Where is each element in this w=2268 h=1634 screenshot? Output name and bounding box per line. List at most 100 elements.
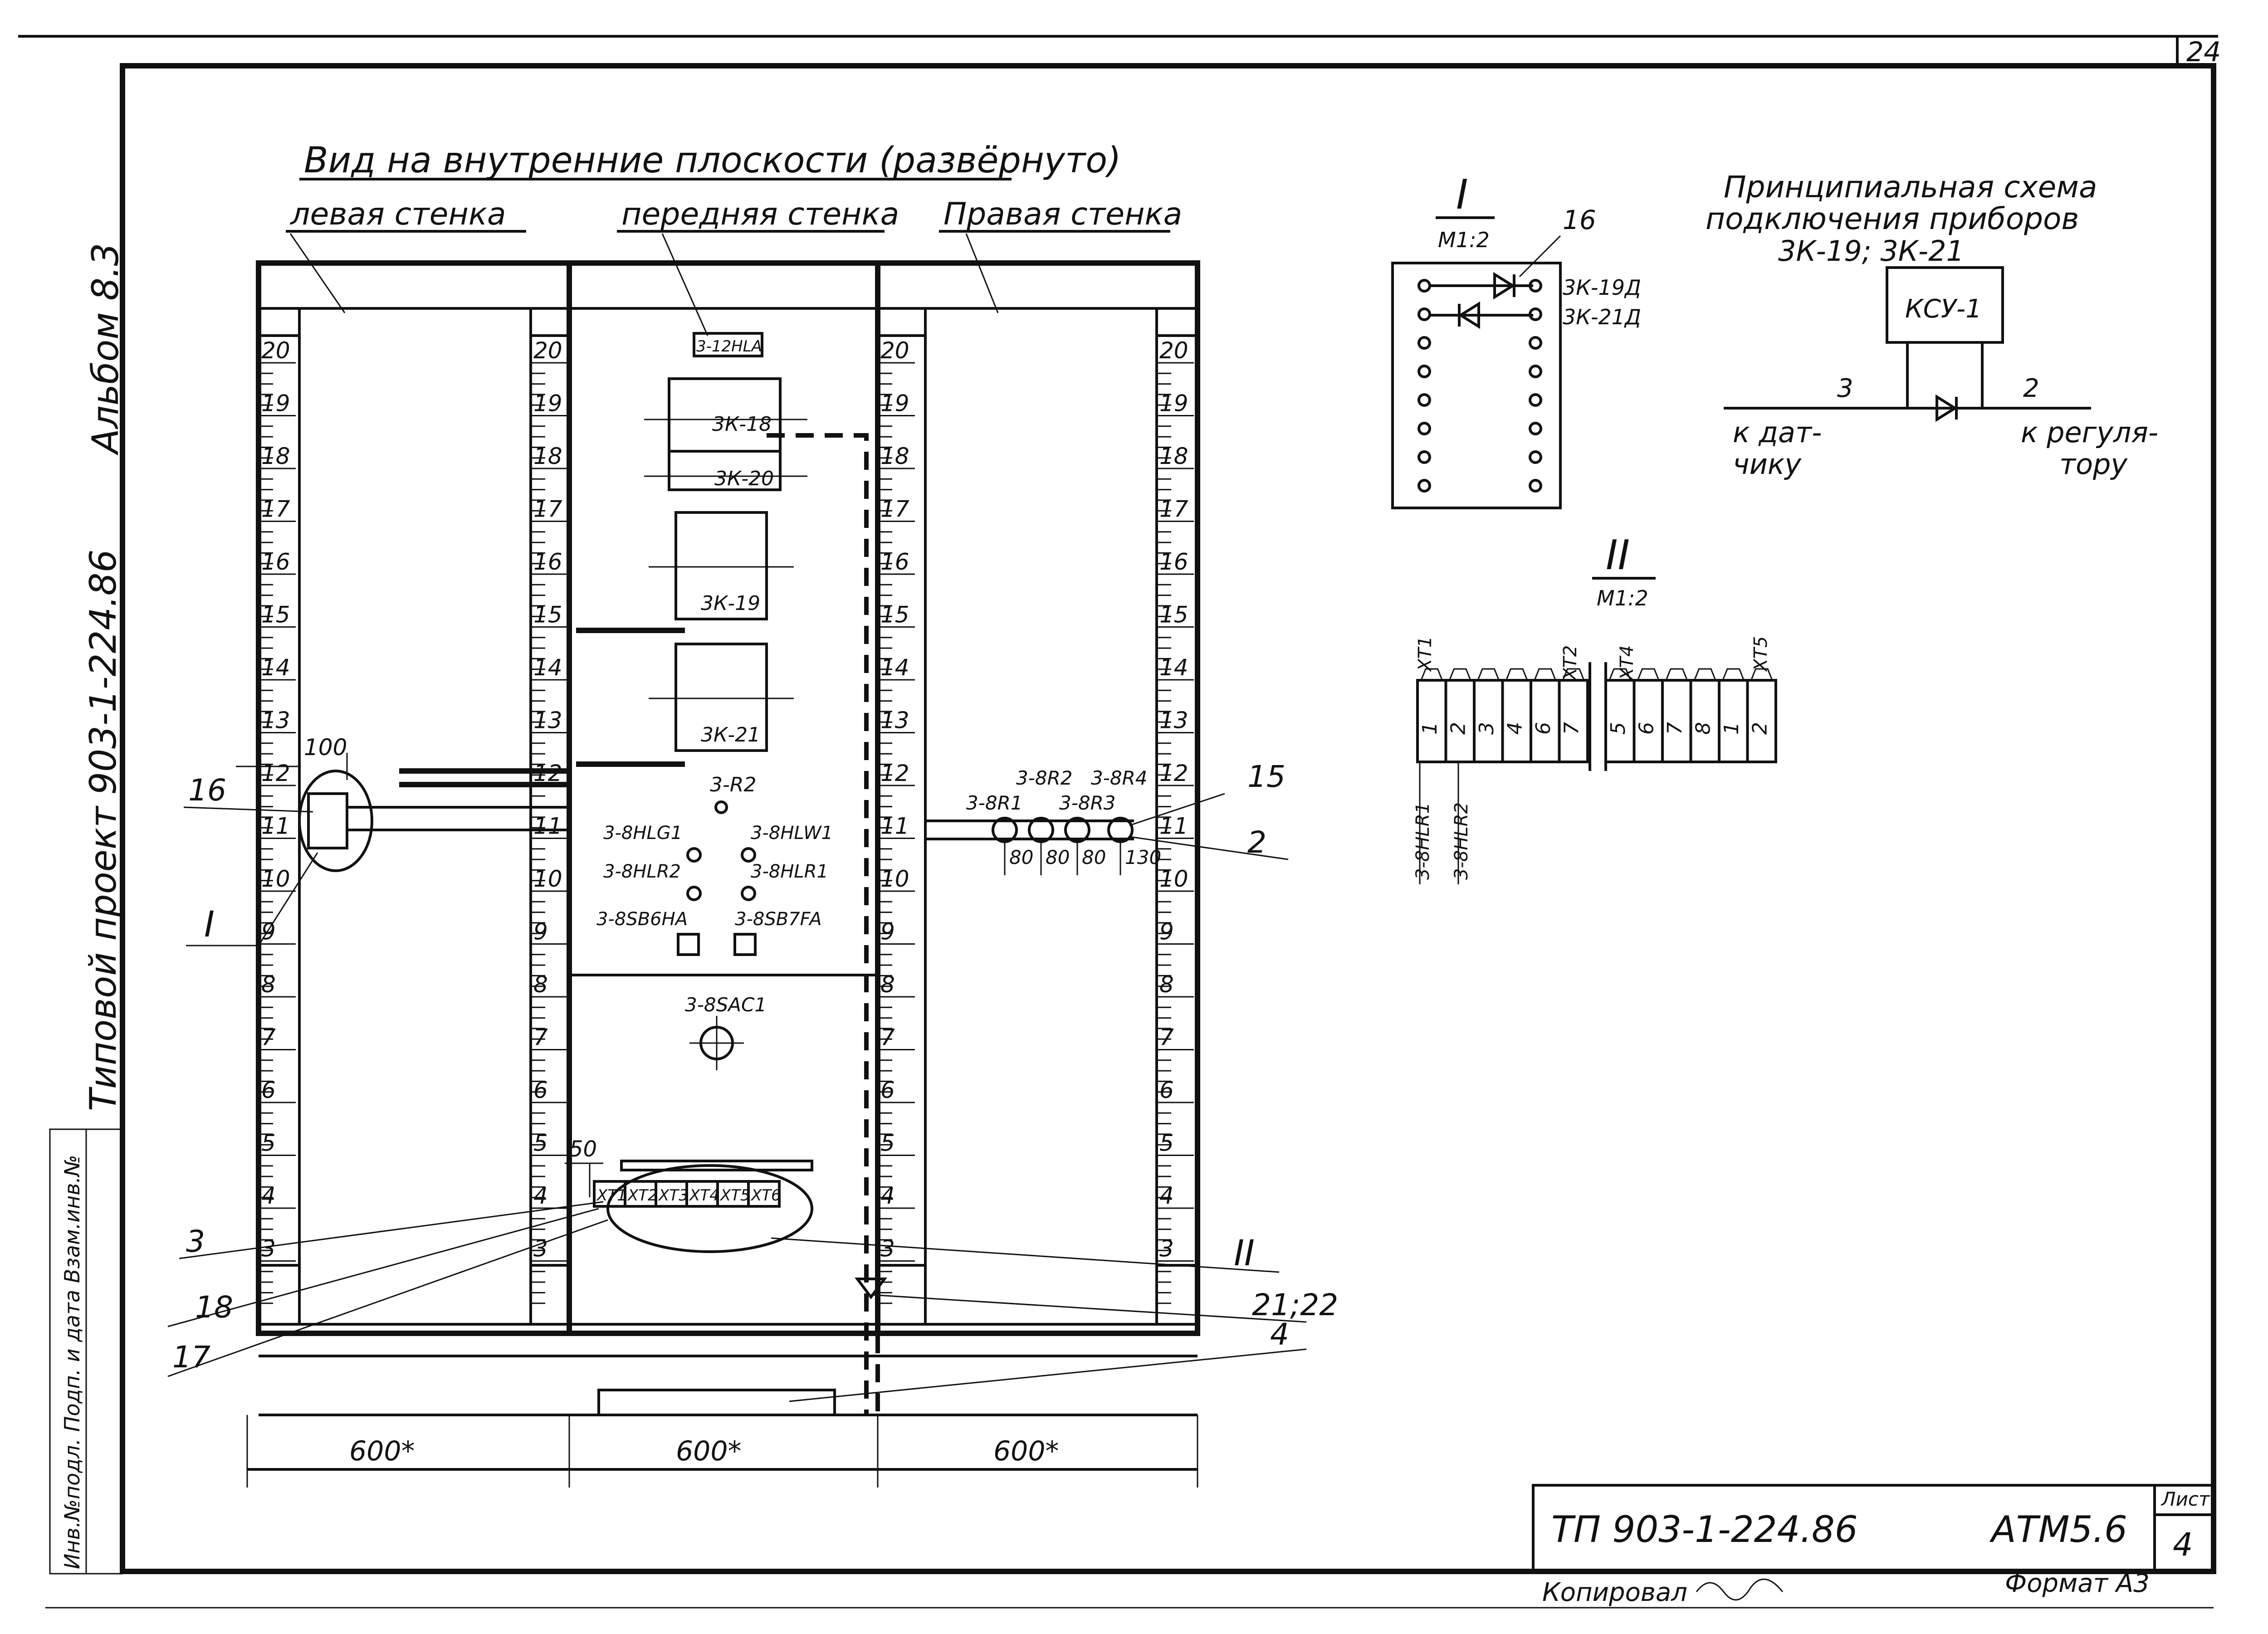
button-sb7 [733, 933, 757, 956]
rail-number: 3 [261, 1236, 276, 1262]
detail-ii-wire-2: 3-8HLR2 [1451, 802, 1472, 880]
view-title: Вид на внутренние плоскости (развёрнуто) [304, 140, 1121, 181]
rail-number: 10 [533, 866, 562, 892]
detail-ii-cell-label: 2 [1749, 722, 1772, 735]
callout-roman-i: I [204, 904, 215, 945]
lamp-block [693, 332, 763, 357]
width-front: 600* [676, 1435, 742, 1467]
rail-number: 6 [533, 1077, 548, 1103]
rail-number: 18 [1159, 443, 1188, 469]
block-3k21 [675, 643, 768, 752]
switch-sac1-label: 3-8SAC1 [685, 994, 767, 1016]
ksu-label: КСУ-1 [1905, 294, 1982, 324]
lamp-hlr1 [741, 886, 756, 901]
detail-i-scale: М1:2 [1438, 228, 1490, 252]
callout-16: 16 [188, 773, 226, 808]
copier-signature [1696, 1578, 1784, 1601]
rail-number: 3 [1159, 1236, 1174, 1262]
detail-ii-group-xt2: XT2 [1560, 645, 1581, 681]
block-3k20 [668, 450, 782, 491]
title-code: АТМ5.6 [1989, 1508, 2127, 1551]
terminal-block-label: XT3 [658, 1186, 689, 1205]
rail-number: 18 [880, 443, 909, 469]
rail-number: 3 [533, 1236, 548, 1262]
button-sb6 [677, 933, 700, 956]
detail-ii-cell [1501, 679, 1532, 763]
rail-number: 7 [261, 1024, 276, 1051]
rail-number: 6 [1159, 1077, 1174, 1103]
ksu-box [1886, 266, 2004, 344]
block-3k18-label: 3К-18 [712, 413, 772, 436]
sheet-number-top: 24 [2186, 36, 2221, 68]
detail-ii-cell [1661, 679, 1692, 763]
front-wall-title: передняя стенка [621, 196, 899, 232]
rail-number: 18 [261, 443, 290, 469]
left-wall-panel [298, 307, 532, 1326]
detail-i-label-19d: 3К-19Д [1563, 275, 1641, 300]
callout-4: 4 [1270, 1317, 1289, 1352]
terminal-dot [1529, 479, 1542, 493]
detail-ii-scale: М1:2 [1597, 586, 1648, 610]
rail-number: 11 [1159, 813, 1188, 839]
block-3k19-label: 3К-19 [701, 592, 760, 615]
rail-number: 13 [261, 707, 290, 734]
rail-number: 19 [880, 390, 909, 417]
rail-number: 7 [533, 1024, 548, 1051]
rail-number: 10 [880, 866, 909, 892]
callout-21-22: 21;22 [1252, 1288, 1338, 1322]
rail-number: 19 [1159, 390, 1188, 417]
rail-number: 12 [261, 760, 290, 786]
block-3k20-label: 3К-20 [714, 467, 774, 490]
svg-text:Альбом 8.3: Альбом 8.3 [84, 243, 127, 456]
rail-number: 11 [880, 813, 909, 839]
terminal-dot [1418, 393, 1431, 407]
rail-number: 14 [1159, 654, 1188, 681]
detail-ii-wire-1: 3-8HLR1 [1413, 802, 1433, 880]
callout-3: 3 [186, 1224, 205, 1259]
rail-number: 19 [533, 390, 562, 417]
dim-50: 50 [569, 1136, 597, 1162]
rail-number: 15 [1159, 602, 1188, 628]
detail-i-callout: 16 [1563, 205, 1596, 235]
width-left: 600* [349, 1435, 415, 1467]
callout-15: 15 [1247, 759, 1286, 794]
left-wall-title: левая стенка [289, 196, 506, 232]
callout-17: 17 [172, 1340, 210, 1375]
terminal-dot [1418, 336, 1431, 350]
detail-ii-cell [1633, 679, 1664, 763]
detail-ii-group-xt1: XT1 [1415, 636, 1436, 672]
detail-ii-cell-label: 6 [1532, 722, 1555, 735]
diode-symbol-1 [1429, 272, 1533, 300]
block-3k19 [675, 511, 768, 620]
rail-number: 16 [880, 549, 909, 575]
lamp-hlr1-label: 3-8HLR1 [751, 861, 828, 882]
lamp-hlr2-label: 3-8HLR2 [603, 861, 681, 882]
detail-ii-cell-label: 1 [1418, 722, 1442, 735]
diode-symbol-2 [1429, 301, 1533, 329]
schematic-diode [1936, 394, 1958, 422]
rail-number: 15 [533, 602, 562, 628]
detail-ii-cell-label: 2 [1447, 722, 1470, 735]
schematic-node-3: 3 [1837, 374, 1853, 403]
lamp-hlg1 [686, 847, 702, 863]
rail-number: 16 [1159, 549, 1188, 575]
button-sb6-label: 3-8SB6HA [596, 909, 688, 930]
lamp-block-label: 3-12HLA [696, 337, 762, 356]
rail-number: 20 [1159, 337, 1188, 364]
detail-ii-cell [1416, 679, 1447, 763]
rail-number: 17 [533, 496, 562, 522]
detail-ii-title: II [1606, 532, 1630, 579]
detail-ii-cell-label: 3 [1475, 722, 1498, 735]
width-right: 600* [993, 1435, 1059, 1467]
din-rails [257, 334, 1199, 1267]
terminal-block-label: XT5 [719, 1186, 750, 1205]
rail-number: 11 [261, 813, 290, 839]
detail-ii-cell [1473, 679, 1504, 763]
rail-number: 16 [261, 549, 290, 575]
rail-number: 17 [1159, 496, 1188, 522]
rail-number: 13 [1159, 707, 1188, 734]
title-block [1532, 1484, 2215, 1573]
detail-i-title: I [1456, 171, 1468, 219]
detail-ii-cell-label: 8 [1692, 722, 1715, 735]
